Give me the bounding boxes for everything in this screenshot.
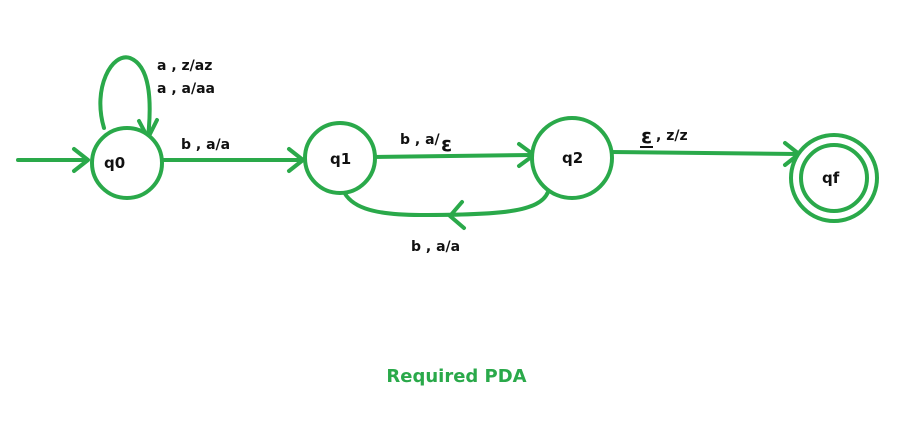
state-label-qf: qf [822,169,840,187]
edge-q2-q1-arrowhead [448,200,466,230]
state-q1 [303,121,377,195]
diagram-caption: Required PDA [386,366,527,387]
start-arrowhead [72,147,90,173]
label-q2-qf-suffix: , z/z [656,128,688,144]
state-q2 [530,116,614,200]
state-label-q2: q2 [562,149,583,167]
edge-q2-qf [608,150,799,156]
label-q0-self-2: a , a/aa [157,81,215,97]
state-label-q0: q0 [104,154,125,172]
edge-q1-q2 [370,153,534,159]
label-q2-qf-epsilon: ε [641,124,652,148]
state-label-q1: q1 [330,150,351,168]
label-q1-q2-epsilon: ε [441,132,452,156]
label-q2-q1: b , a/a [411,239,460,255]
edge-q0-q1-arrowhead [287,147,305,173]
label-q1-q2-prefix: b , a/ [400,132,441,148]
state-qf-inner [799,143,869,213]
state-q0 [90,126,164,200]
label-q0-q1: b , a/a [181,137,230,153]
edge-q2-q1 [341,188,550,217]
label-q0-self-1: a , z/az [157,58,212,74]
q0-self-loop [98,55,152,140]
